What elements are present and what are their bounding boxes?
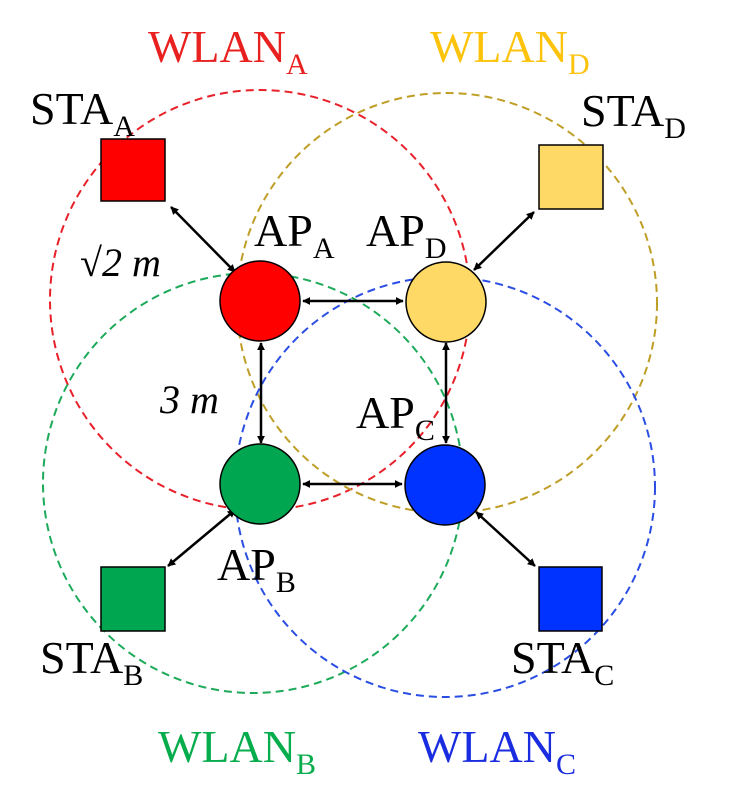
station-d-label-sub: D xyxy=(664,112,686,145)
access-point-a-circle xyxy=(219,260,301,342)
station-c-label-base: STA xyxy=(511,632,594,683)
access-point-b-label: APB xyxy=(217,539,296,599)
wlan-d-label: WLAND xyxy=(430,21,590,81)
distance-sta-ap-label: √2 m xyxy=(80,240,161,285)
wlan-b-label-sub: B xyxy=(296,748,316,781)
access-point-d-label: APD xyxy=(366,205,446,265)
wlan-b-label: WLANB xyxy=(158,721,316,781)
wlan-a-label-base: WLAN xyxy=(148,21,286,72)
station-a-label-base: STA xyxy=(30,83,113,134)
station-a-label: STAA xyxy=(30,83,135,143)
station-d-square xyxy=(538,144,604,210)
station-c-square xyxy=(538,566,603,632)
access-point-a-label: APA xyxy=(254,205,335,265)
access-point-a-label-sub: A xyxy=(313,232,335,265)
link-sta-c-ap-c xyxy=(475,511,536,567)
wlan-a-label-sub: A xyxy=(286,48,308,81)
link-sta-b-ap-b xyxy=(167,509,236,567)
access-point-c-label-sub: C xyxy=(415,414,435,447)
access-point-d-circle xyxy=(405,261,487,343)
access-point-c-circle xyxy=(404,444,486,526)
wlan-d-label-base: WLAN xyxy=(430,21,568,72)
station-b-label-base: STA xyxy=(40,632,123,683)
station-a-square xyxy=(100,138,166,202)
station-b-label-sub: B xyxy=(123,659,143,692)
wlan-c-label: WLANC xyxy=(418,721,576,781)
access-point-b-label-sub: B xyxy=(276,566,296,599)
wlan-b-label-base: WLAN xyxy=(158,721,296,772)
station-a-label-sub: A xyxy=(113,110,135,143)
access-point-c-label-base: AP xyxy=(356,387,415,438)
access-point-d-label-base: AP xyxy=(366,205,425,256)
station-d-label-base: STA xyxy=(581,85,664,136)
station-b-label: STAB xyxy=(40,632,143,692)
access-point-a-label-base: AP xyxy=(254,205,313,256)
link-sta-a-ap-a xyxy=(170,206,236,273)
distance-ap-ap-label: 3 m xyxy=(159,377,219,422)
wlan-c-label-base: WLAN xyxy=(418,721,556,772)
wlan-c-label-sub: C xyxy=(556,748,576,781)
link-sta-d-ap-d xyxy=(473,211,535,271)
station-c-label: STAC xyxy=(511,632,614,692)
station-d-label: STAD xyxy=(581,85,686,145)
access-point-d-label-sub: D xyxy=(425,232,447,265)
access-point-c-label: APC xyxy=(356,387,435,447)
station-c-label-sub: C xyxy=(594,659,614,692)
wlan-d-label-sub: D xyxy=(568,48,590,81)
access-point-b-label-base: AP xyxy=(217,539,276,590)
wlan-a-label: WLANA xyxy=(148,21,308,81)
station-b-square xyxy=(100,566,166,632)
access-point-b-circle xyxy=(219,443,301,525)
